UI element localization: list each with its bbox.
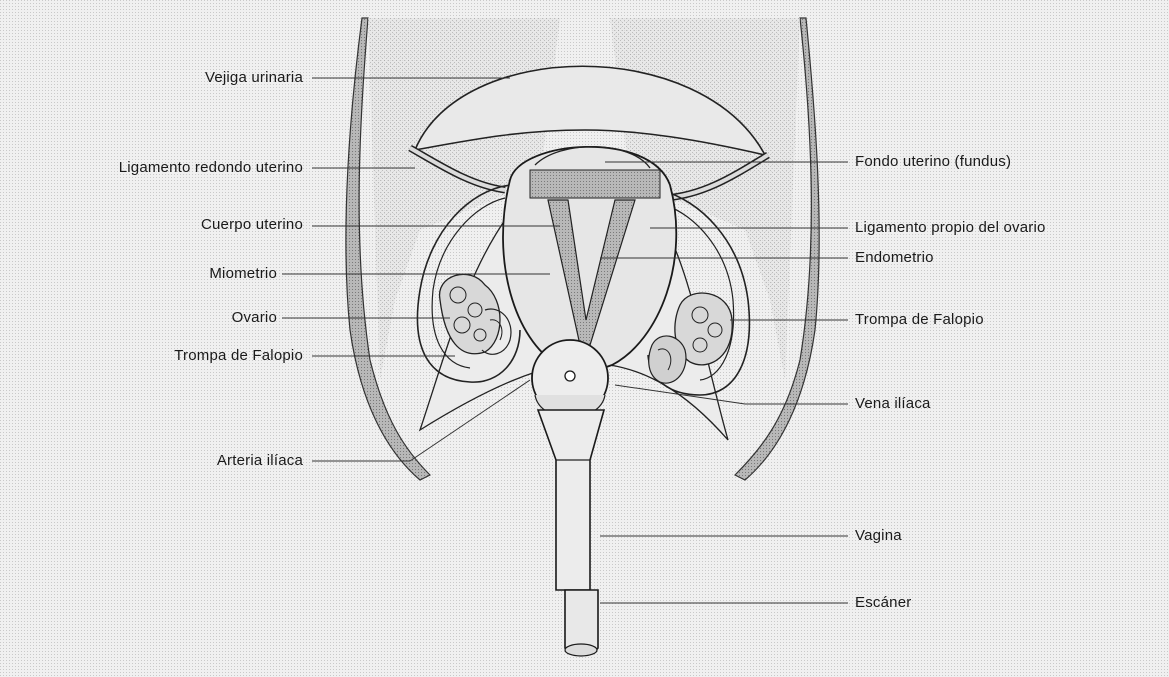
- label-endometrio: Endometrio: [855, 249, 934, 267]
- right-fimbriae: [649, 336, 686, 383]
- label-vagina: Vagina: [855, 527, 902, 545]
- label-trompa-de-falopio-right: Trompa de Falopio: [855, 311, 984, 329]
- probe-tip: [565, 371, 575, 381]
- label-vena-iliaca: Vena ilíaca: [855, 395, 931, 413]
- label-fondo-uterino: Fondo uterino (fundus): [855, 153, 1011, 171]
- scanner-end: [565, 644, 597, 656]
- label-vejiga-urinaria: Vejiga urinaria: [205, 69, 303, 87]
- label-escaner: Escáner: [855, 594, 911, 612]
- label-ligamento-redondo-uterino: Ligamento redondo uterino: [119, 159, 303, 177]
- label-cuerpo-uterino: Cuerpo uterino: [201, 216, 303, 234]
- label-ovario: Ovario: [232, 309, 277, 327]
- label-trompa-de-falopio-left: Trompa de Falopio: [174, 347, 303, 365]
- label-miometrio: Miometrio: [209, 265, 277, 283]
- fundus-cut: [530, 170, 660, 198]
- label-arteria-iliaca: Arteria ilíaca: [217, 452, 303, 470]
- label-ligamento-propio-del-ovario: Ligamento propio del ovario: [855, 219, 1046, 237]
